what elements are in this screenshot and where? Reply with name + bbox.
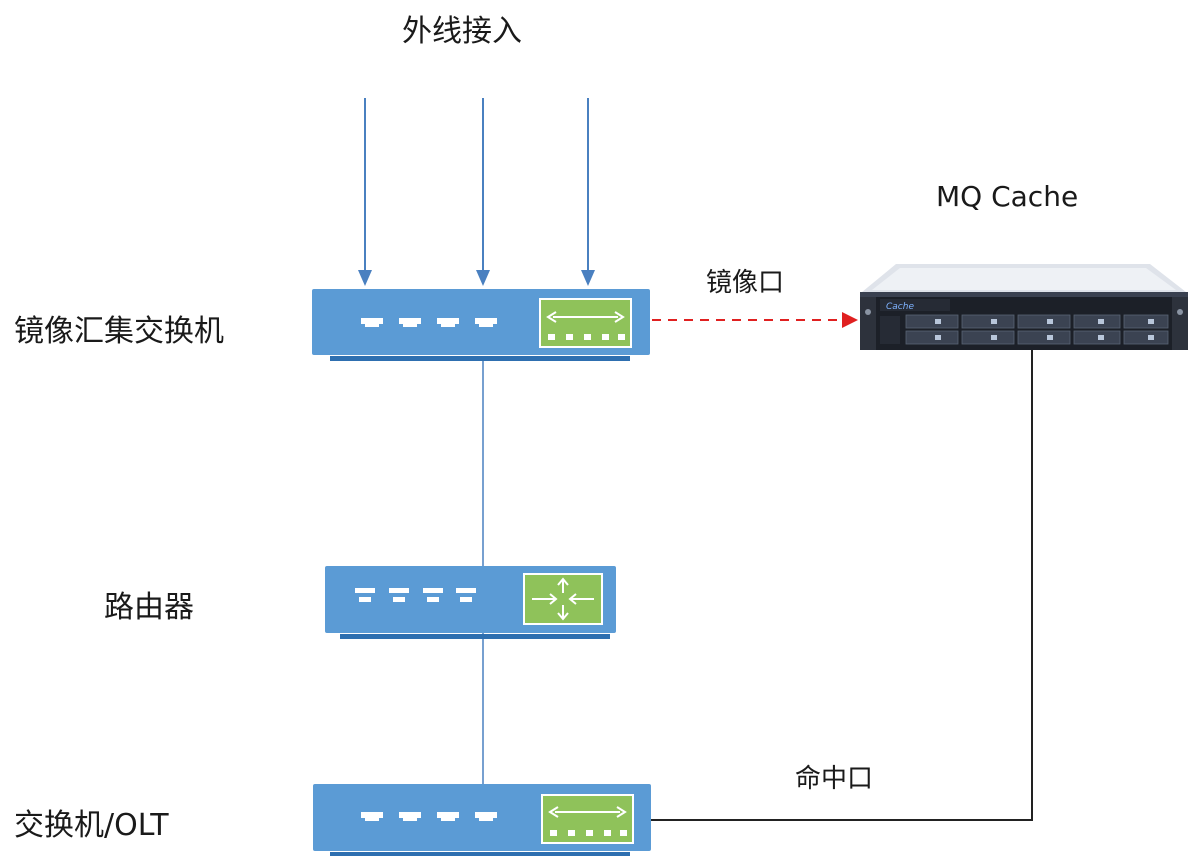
mirror-port-arrow — [842, 312, 858, 328]
label-mirror-switch: 镜像汇集交换机 — [14, 314, 224, 349]
label-hit-port: 命中口 — [795, 764, 874, 794]
external-arrow-2 — [476, 270, 490, 286]
label-olt-switch: 交换机/OLT — [14, 808, 169, 843]
mirror-switch — [312, 289, 650, 361]
olt-switch — [313, 784, 651, 856]
server-brand-text: Cache — [886, 302, 914, 312]
switch-module-icon — [541, 794, 634, 844]
port-icons — [355, 588, 476, 602]
external-arrow-1 — [358, 270, 372, 286]
switch-module-icon — [539, 298, 632, 348]
label-cache-server: MQ Cache — [936, 180, 1079, 213]
router — [325, 566, 616, 639]
external-lines — [358, 98, 595, 286]
drive-bays — [905, 314, 1169, 345]
port-icons — [361, 318, 497, 327]
title-external-access: 外线接入 — [402, 14, 522, 49]
label-mirror-port: 镜像口 — [706, 268, 785, 298]
external-arrow-3 — [581, 270, 595, 286]
hit-port-link — [650, 350, 1033, 821]
port-icons — [361, 812, 497, 821]
label-router: 路由器 — [104, 590, 194, 625]
router-module-icon — [523, 573, 603, 625]
drive-leds — [935, 319, 1154, 340]
cache-server-icon: Cache — [860, 264, 1188, 350]
